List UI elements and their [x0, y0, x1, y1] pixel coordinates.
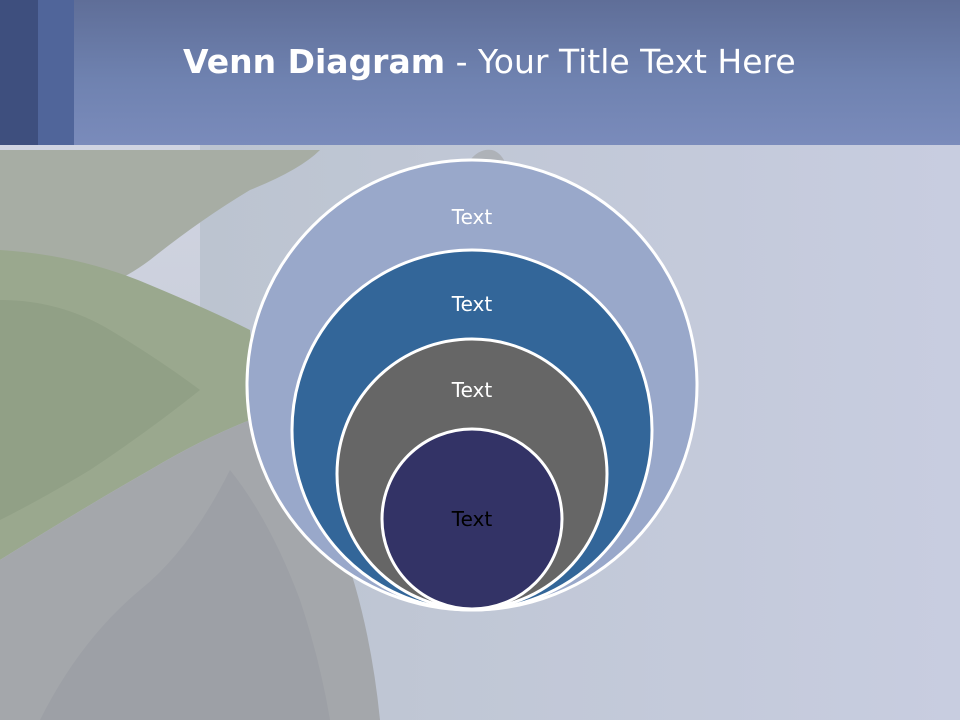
circle-third-label: Text [451, 378, 493, 402]
slide-title-bold: Venn Diagram [183, 42, 446, 81]
slide-title-rest: - Your Title Text Here [445, 42, 796, 81]
accent-stripe-mid [38, 0, 74, 145]
slide-title: Venn Diagram - Your Title Text Here [183, 40, 923, 84]
accent-stripe-dark [0, 0, 38, 145]
circle-inner-label: Text [451, 507, 493, 531]
circle-outer-label: Text [451, 205, 493, 229]
circle-inner [380, 427, 564, 611]
circle-second-label: Text [451, 292, 493, 316]
title-bar: Venn Diagram - Your Title Text Here [0, 0, 960, 145]
